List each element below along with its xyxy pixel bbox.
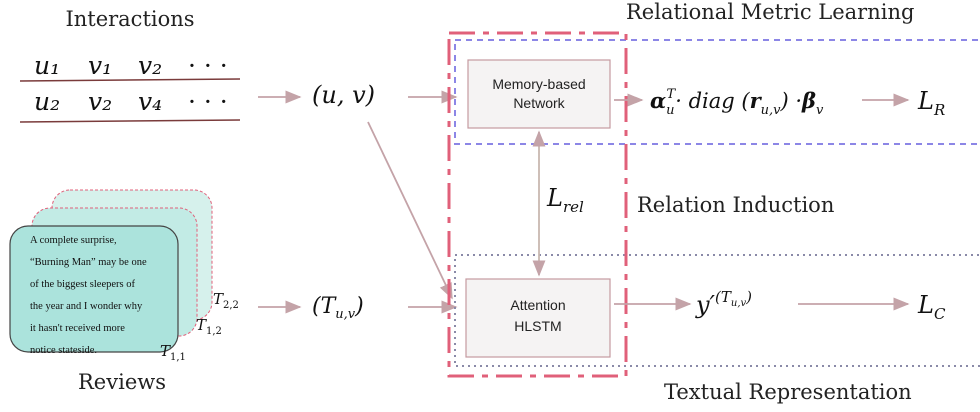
attention-label-2: HLSTM [514, 318, 561, 334]
metric-formula: αuT· diag (ru,v) ·βv [650, 87, 824, 118]
pair-uv: (u, v) [312, 81, 375, 109]
textual-representation-region [454, 254, 980, 367]
review-line: A complete surprise, [30, 235, 117, 246]
relational-metric-learning-title: Relational Metric Learning [626, 0, 914, 24]
interaction-row1-v1: v₁ [88, 51, 112, 80]
interaction-underline-1 [19, 78, 241, 82]
l-c-label: LC [917, 291, 946, 323]
interaction-row2-v4: v₄ [138, 87, 162, 116]
review-line: it hasn't received more [30, 323, 125, 334]
interaction-row2-v2: v₂ [88, 87, 112, 116]
review-line: “Burning Man” may be one [30, 257, 147, 268]
interaction-row1-u1: u₁ [34, 51, 60, 80]
review-text: A complete surprise, “Burning Man” may b… [30, 230, 178, 362]
textual-representation-title: Textual Representation [664, 380, 912, 404]
l-r-label: LR [917, 87, 945, 119]
relation-induction-title: Relation Induction [637, 193, 834, 217]
interaction-underline-2 [19, 119, 241, 123]
memory-network-label-2: Network [513, 95, 565, 111]
attention-label-1: Attention [510, 297, 565, 313]
t11-label: T1,1 [160, 342, 186, 363]
interaction-row2-u2: u₂ [34, 87, 60, 116]
l-rel-label: Lrel [546, 184, 584, 216]
memory-network-box [467, 59, 611, 129]
t12-label: T1,2 [196, 316, 222, 337]
arrow-pair-to-attention [367, 121, 453, 300]
review-line: of the biggest sleepers of [30, 279, 135, 290]
interaction-row1-ellipsis: · · · [188, 51, 228, 80]
relational-metric-region [454, 39, 980, 145]
attention-hlstm-box [465, 278, 611, 358]
y-prime-label: y′(Tu,v) [695, 288, 752, 319]
model-region [447, 31, 628, 378]
review-line: the year and I wonder why [30, 301, 143, 312]
review-line: notice stateside. [30, 345, 98, 356]
reviews-label: Reviews [78, 370, 166, 394]
interaction-row1-v2: v₂ [138, 51, 162, 80]
t22-label: T2,2 [213, 290, 239, 311]
interaction-row-1: u₁ v₁ v₂ · · · [34, 51, 228, 80]
memory-network-label-1: Memory-based [492, 76, 585, 92]
pair-text-uv: (Tu,v) [312, 294, 364, 322]
interactions-label: Interactions [65, 7, 194, 31]
review-card-front [9, 225, 179, 353]
interaction-row2-ellipsis: · · · [188, 87, 228, 116]
interaction-row-2: u₂ v₂ v₄ · · · [34, 87, 228, 116]
